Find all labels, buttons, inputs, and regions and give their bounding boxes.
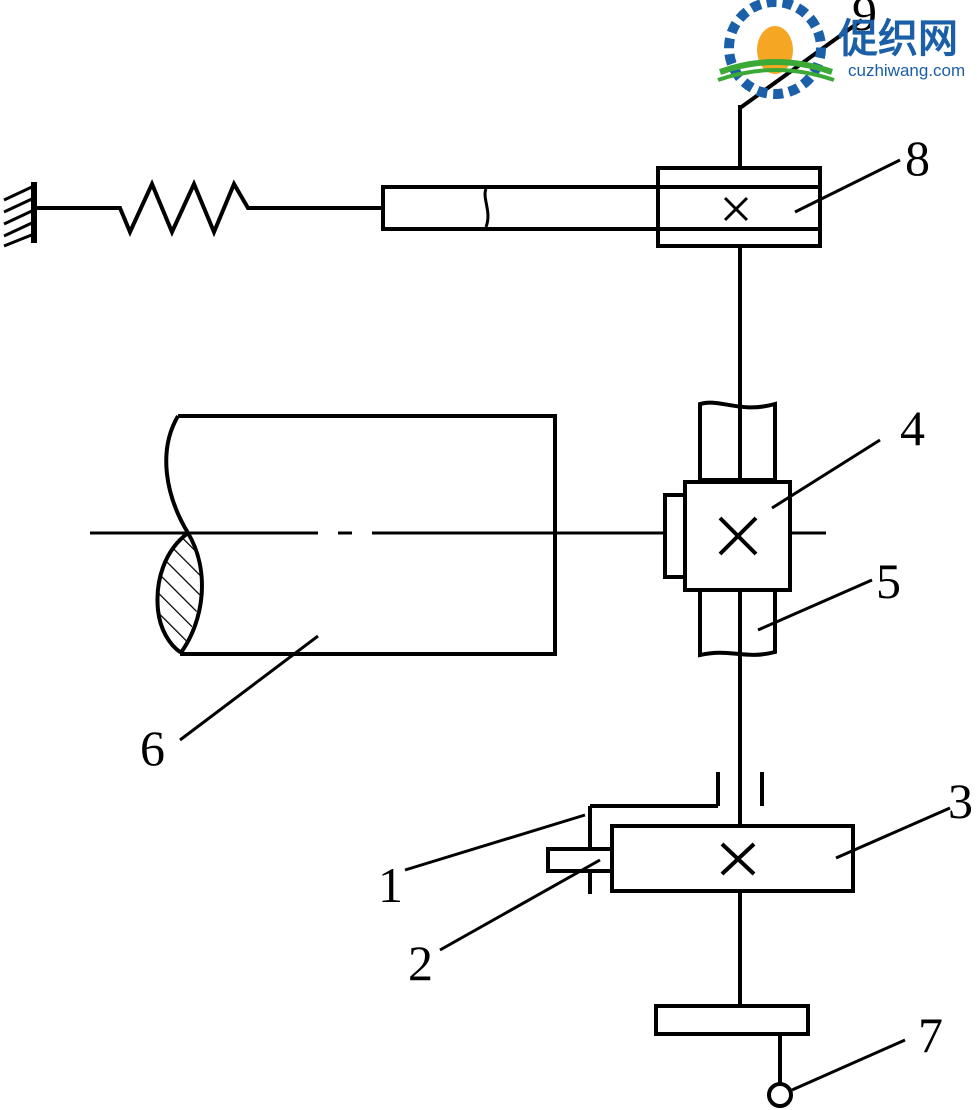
leader-4: [771, 438, 881, 510]
label-9: 9: [852, 0, 877, 41]
leader-5: [757, 578, 873, 632]
spring: [34, 179, 385, 238]
watermark-name: 促织网: [837, 16, 958, 62]
leader-2: [439, 858, 601, 952]
label-4: 4: [900, 400, 925, 456]
leader-3: [835, 806, 951, 860]
ground-support: [3, 182, 37, 248]
plate-7: [654, 1004, 810, 1108]
leader-7: [791, 1038, 906, 1092]
watermark-logo: 促织网 cuzhiwang.com: [717, 0, 965, 99]
lever-sleeve: [656, 166, 822, 248]
gear-icon: [724, 0, 826, 99]
gear-block-3: [610, 824, 855, 893]
label-7: 7: [918, 1007, 943, 1063]
label-5: 5: [876, 553, 901, 609]
label-8: 8: [905, 130, 930, 186]
bearing-block-4: [663, 480, 792, 592]
watermark-url: cuzhiwang.com: [848, 61, 965, 80]
label-2: 2: [408, 935, 433, 991]
leader-6: [179, 634, 319, 742]
label-1: 1: [378, 857, 403, 913]
shaft-6: [155, 414, 557, 656]
label-6: 6: [140, 720, 165, 776]
leader-1: [404, 813, 586, 872]
leader-8: [794, 158, 901, 214]
label-3: 3: [948, 773, 973, 829]
shaft-sleeve-5: [698, 400, 777, 658]
